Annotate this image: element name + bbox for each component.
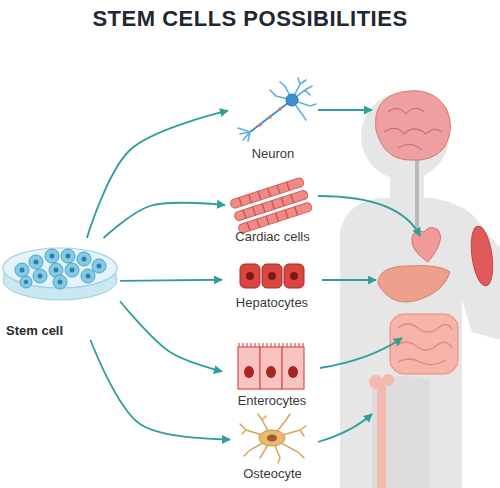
neuron-cell: [268, 115, 272, 119]
hepatocyte-cells: [240, 264, 304, 288]
flow-arrow: [103, 203, 225, 238]
intestine-organ: [396, 324, 452, 365]
stem-cell-nuclei: [66, 254, 71, 259]
flow-arrow: [120, 280, 222, 281]
stem-cell-dish: Stem cell: [2, 238, 120, 340]
stem-cells: [65, 263, 79, 277]
petri-dish: [3, 248, 117, 288]
stem-cells: [15, 249, 106, 289]
neuron-cell: [238, 78, 316, 141]
cell-label: Osteocyte: [243, 466, 302, 481]
enterocyte-cells: [266, 366, 276, 378]
enterocyte-cells: [288, 366, 298, 378]
organ-arrows: [318, 414, 372, 442]
intestine-organ: [390, 314, 458, 374]
enterocyte-node: Enterocytes: [222, 340, 322, 410]
neuron-cell: [270, 78, 316, 120]
liver-organ: [378, 266, 450, 302]
stem-cell-nuclei: [20, 254, 102, 285]
organ-arrows: [318, 109, 372, 111]
stem-cell-nuclei: [38, 274, 43, 279]
neuron-cell: [286, 94, 298, 106]
stem-cells: [81, 269, 95, 283]
flow-arrow: [120, 301, 222, 371]
body-silhouette: [340, 198, 500, 488]
stem-cell-nuclei: [34, 260, 39, 265]
stem-cells: [33, 269, 47, 283]
hepatocyte-cells: [284, 264, 304, 288]
cardiac-cells: [239, 182, 297, 231]
osteocyte-cell: [240, 414, 306, 463]
enterocyte-cells: [244, 366, 254, 378]
stem-cells: [45, 249, 59, 263]
osteocyte-cell: [267, 435, 277, 442]
flow-arrow: [87, 111, 228, 238]
stem-cell-nuclei: [82, 257, 87, 262]
hepatocyte-cells: [262, 264, 282, 288]
cell-label: Hepatocytes: [236, 295, 308, 310]
heart-organ: [412, 227, 441, 262]
cell-label: Stem cell: [6, 323, 63, 338]
stem-cells: [53, 275, 67, 289]
organ-arrows: [318, 196, 420, 236]
enterocyte-cells: [282, 347, 304, 389]
femur-bone: [369, 374, 394, 488]
petri-dish: [3, 248, 117, 300]
neuron-cell: [250, 100, 292, 132]
brain-organ: [376, 91, 451, 161]
stem-cells: [77, 252, 91, 266]
brain-organ: [384, 108, 442, 150]
osteocyte-cell: [240, 414, 306, 463]
stem-cells: [15, 263, 29, 277]
stem-cell-nuclei: [86, 274, 91, 279]
organ-arrows: [318, 110, 420, 442]
cell-label: Cardiac cells: [235, 229, 309, 244]
hepatocyte-cells: [268, 272, 276, 280]
diagram-title: STEM CELLS POSSIBILITIES: [0, 6, 500, 32]
neuron-cell: [238, 128, 250, 141]
cardiac-cells: [230, 177, 313, 234]
stem-cells: [20, 276, 32, 288]
stem-cell-nuclei: [50, 254, 55, 259]
femur-bone: [377, 380, 386, 488]
enterocyte-cells: [239, 343, 303, 347]
spinal-cord: [415, 160, 419, 232]
flow-arrow: [91, 340, 231, 439]
hepatocyte-cells: [290, 272, 298, 280]
neuron-cell: [278, 107, 282, 111]
neuron-node: Neuron: [228, 85, 318, 163]
hepatocyte-node: Hepatocytes: [222, 260, 322, 312]
cell-label: Enterocytes: [238, 393, 307, 408]
arm-muscle: [468, 225, 496, 287]
enterocyte-cells: [238, 343, 304, 389]
stem-cell-nuclei: [58, 280, 63, 285]
cardiac-node: Cardiac cells: [225, 180, 320, 246]
brain-organ: [376, 91, 451, 161]
intestine-organ: [390, 314, 458, 374]
stem-cells: [61, 249, 75, 263]
stem-cell-nuclei: [70, 268, 75, 273]
hepatocyte-cells: [240, 264, 260, 288]
cell-label: Neuron: [252, 146, 295, 161]
osteocyte-node: Osteocyte: [230, 415, 315, 483]
stem-cells: [29, 255, 43, 269]
organ-arrows: [322, 279, 376, 281]
stem-cell-nuclei: [20, 268, 25, 273]
stem-cell-nuclei: [54, 268, 59, 273]
stem-cell-nuclei: [24, 280, 28, 284]
enterocyte-cells: [238, 347, 260, 389]
stem-cells: [92, 259, 106, 273]
body-silhouette: [372, 376, 430, 488]
neuron-cell: [258, 123, 262, 127]
osteocyte-cell: [259, 430, 285, 446]
hepatocyte-cells: [246, 272, 254, 280]
enterocyte-cells: [260, 347, 282, 389]
stem-cell-nuclei: [97, 264, 102, 269]
organ-arrows: [320, 338, 402, 368]
